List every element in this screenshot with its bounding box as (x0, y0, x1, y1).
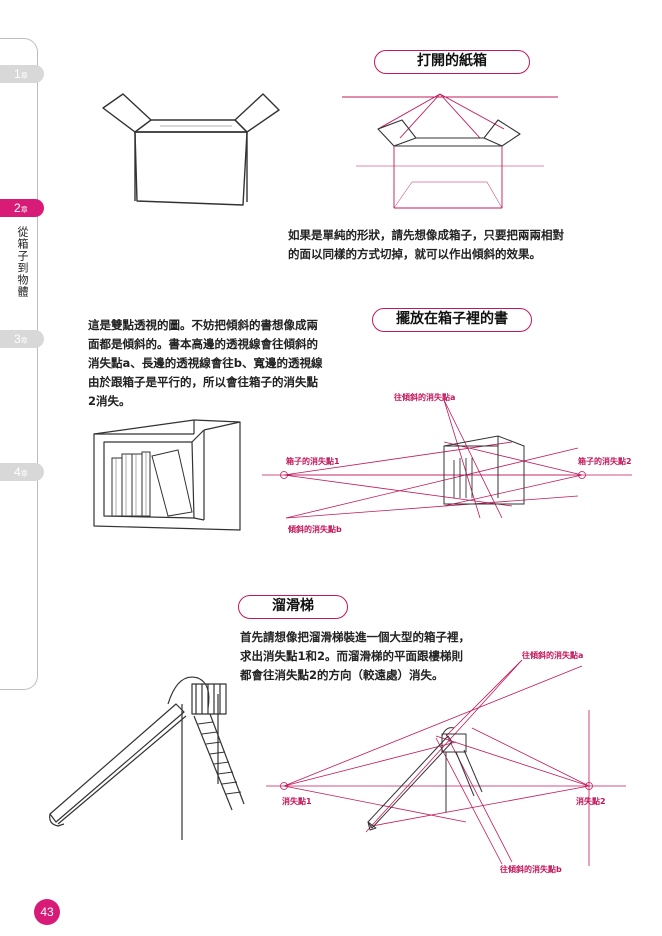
page-number: 43 (34, 899, 60, 925)
chapter-title: 從箱子到物體 (16, 226, 29, 298)
label-vp-b: 傾斜的消失點b (287, 524, 342, 534)
slide-label-vp-a: 往傾斜的消失點a (522, 650, 583, 660)
bookshelf-drawing (93, 419, 241, 531)
slide-label-vp-b: 往傾斜的消失點b (500, 864, 562, 874)
chapter-tab-4[interactable]: 4章 (0, 463, 44, 481)
open-box-perspective-guide (342, 93, 558, 209)
chapter-tab-3[interactable]: 3章 (0, 330, 44, 348)
chapter-tab-2[interactable]: 2章 (0, 199, 44, 217)
slide-label-vp-1: 消失點1 (282, 796, 312, 806)
slide-drawing (49, 676, 245, 840)
section-title-book-box: 擺放在箱子裡的書 (372, 308, 532, 332)
chapter-tab-1[interactable]: 1章 (0, 65, 44, 83)
book-box-explanation: 這是雙點透視的圖。不妨把傾斜的書想像成兩 面都是傾斜的。書本高邊的透視線會往傾斜… (88, 318, 323, 408)
chapter-rail (0, 38, 38, 690)
slide-explanation: 首先請想像把溜滑梯裝進一個大型的箱子裡， 求出消失點1和2。而溜滑梯的平面跟樓梯… (240, 630, 470, 682)
open-box-explanation: 如果是單純的形狀，請先想像成箱子，只要把兩兩相對 的面以同樣的方式切掉，就可以作… (288, 228, 564, 261)
label-vp-1: 箱子的消失點1 (286, 456, 340, 466)
section-title-open-box: 打開的紙箱 (374, 50, 530, 74)
label-vp-2: 箱子的消失點2 (578, 456, 632, 466)
open-box-drawing (102, 93, 280, 206)
slide-label-vp-2: 消失點2 (576, 796, 606, 806)
slide-vanishing-points: 往傾斜的消失點a 消失點1 消失點2 往傾斜的消失點b (266, 650, 626, 874)
label-vp-a: 往傾斜的消失點a (394, 392, 455, 402)
section-title-slide: 溜滑梯 (238, 595, 348, 619)
book-box-vanishing-points: 往傾斜的消失點a 箱子的消失點1 箱子的消失點2 傾斜的消失點b (262, 392, 632, 534)
